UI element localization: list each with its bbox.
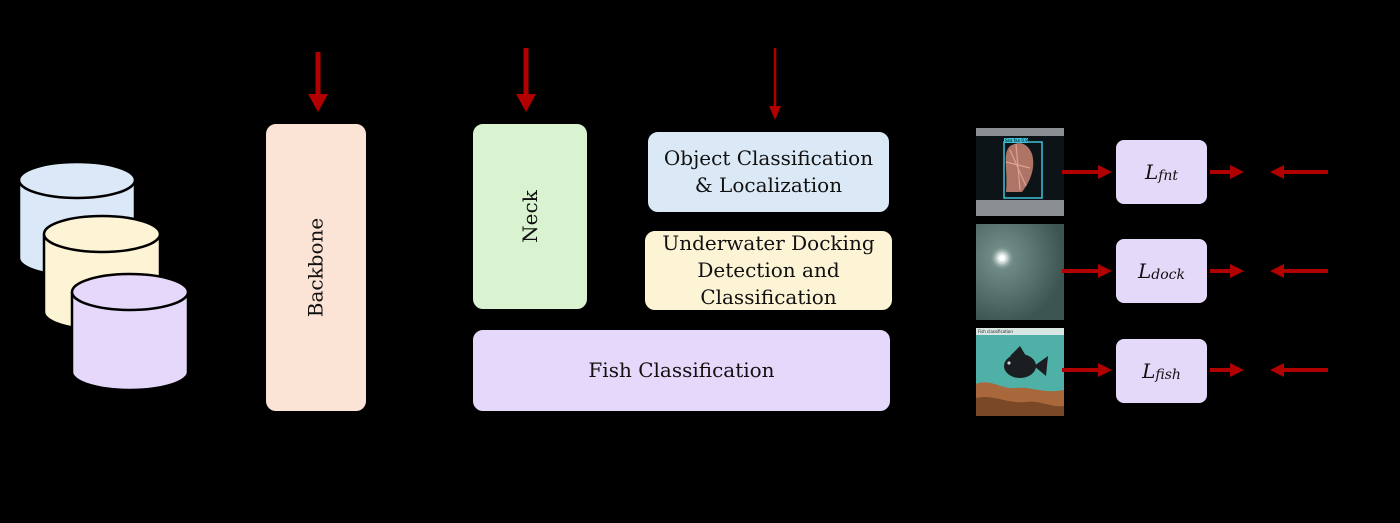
backbone-block: Backbone: [264, 122, 368, 413]
sea-fan-overlay-label: Sea fan 0.9: [1005, 138, 1028, 143]
loss-fish-subscript: fish: [1155, 367, 1181, 383]
fish-classification-head: Fish Classification: [471, 328, 892, 413]
arrow-dock-out: [1210, 264, 1244, 278]
arrow-into-backbone: [308, 52, 328, 112]
object-classification-label: Object Classification & Localization: [663, 146, 874, 197]
docking-thumbnail: [976, 224, 1064, 320]
fish-classification-label: Fish Classification: [588, 358, 775, 382]
object-classification-head: Object Classification & Localization: [646, 130, 891, 214]
neck-block: Neck: [471, 122, 589, 311]
arrow-fish-thumb-to-loss: [1062, 363, 1112, 377]
docking-detection-head: Underwater Docking Detection and Classif…: [643, 229, 894, 312]
arrow-into-neck: [516, 48, 536, 112]
arrow-fnt-out: [1210, 165, 1244, 179]
docking-label-line2: Detection and: [697, 258, 840, 282]
docking-label-line3: Classification: [700, 285, 837, 309]
fish-overlay-label: Fish classification: [978, 329, 1013, 334]
loss-dock-subscript: dock: [1151, 267, 1185, 283]
loss-dock-symbol: L: [1138, 259, 1152, 283]
fish-thumbnail: Fish classification: [976, 328, 1064, 416]
arrow-dock-thumb-to-loss: [1062, 264, 1112, 278]
arrow-fnt-return: [1270, 165, 1328, 179]
arrow-fish-out: [1210, 363, 1244, 377]
arrow-fnt-thumb-to-loss: [1062, 165, 1112, 179]
dataset-cylinder-purple: [70, 272, 190, 392]
loss-fnt-symbol: L: [1144, 160, 1159, 184]
docking-label-line1: Underwater Docking: [662, 231, 875, 255]
arrow-into-object-head: [769, 48, 781, 120]
loss-fish-symbol: L: [1142, 359, 1156, 383]
loss-fnt-subscript: fnt: [1158, 168, 1179, 184]
sea-fan-thumbnail: Sea fan 0.9: [976, 128, 1064, 216]
arrow-fish-return: [1270, 363, 1328, 377]
arrow-dock-return: [1270, 264, 1328, 278]
